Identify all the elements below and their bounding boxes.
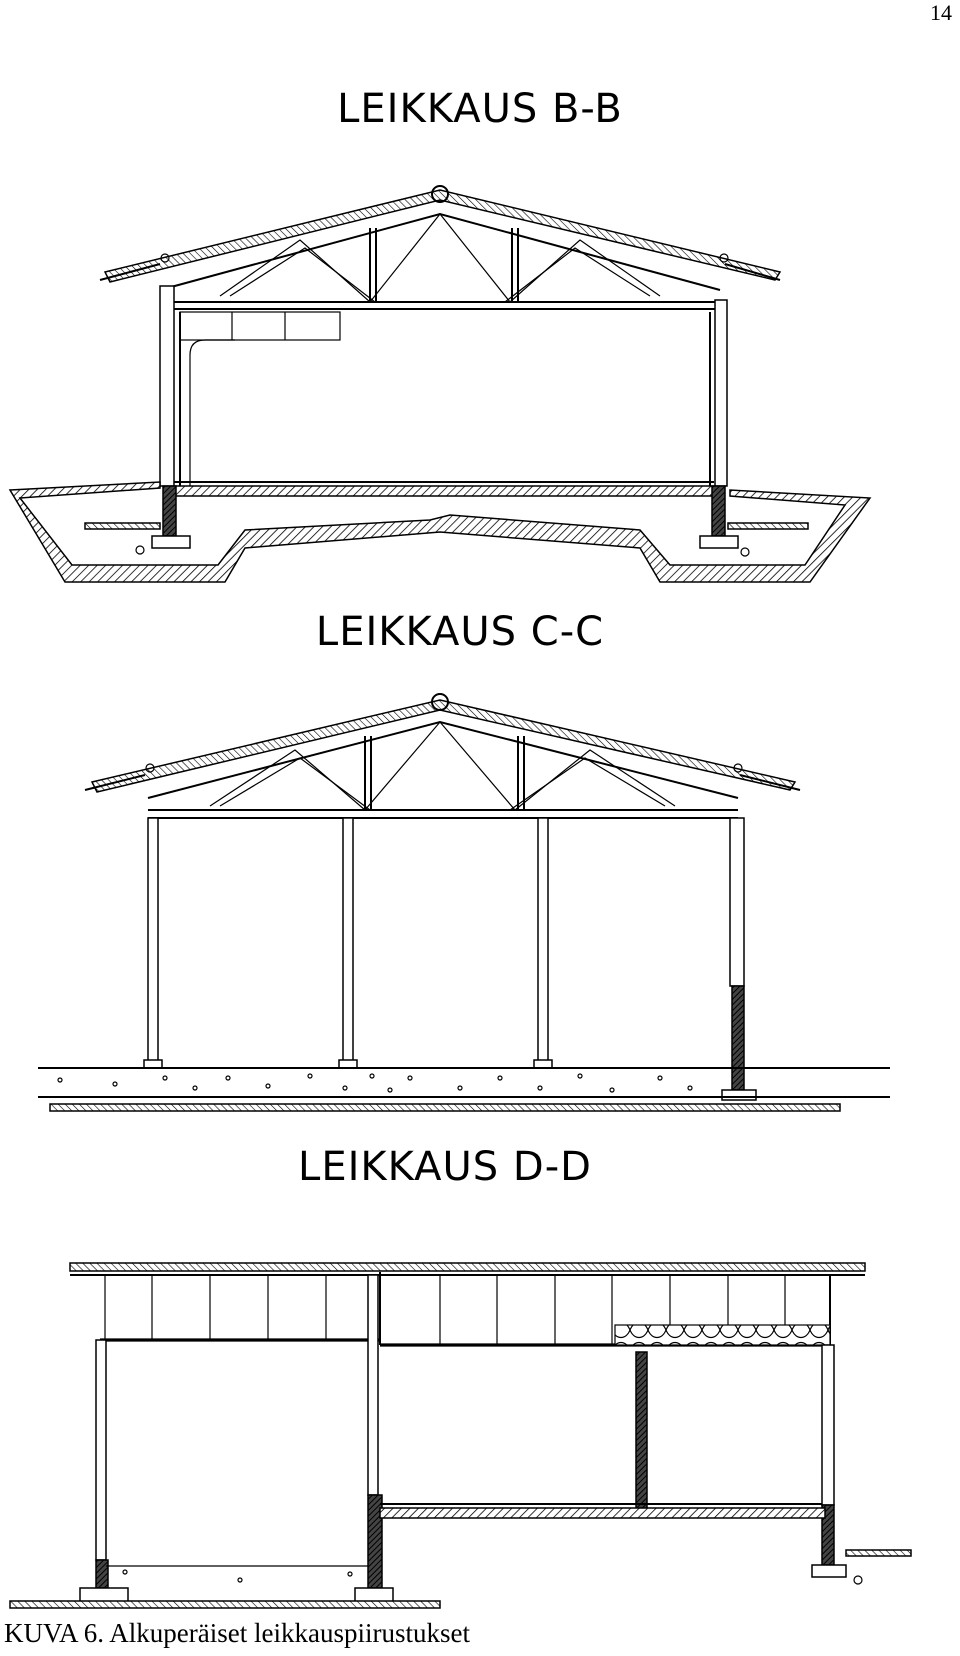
rafters-d-d <box>104 1275 831 1346</box>
roof-c-c <box>84 693 801 793</box>
ground-b-b <box>8 481 872 583</box>
insulation-d-d <box>614 1324 831 1346</box>
section-c-c: LEIKKAUS C-C <box>38 609 890 1112</box>
truss-b-b <box>159 212 721 310</box>
truss-c-c <box>147 720 739 819</box>
section-d-d: LEIKKAUS D-D <box>9 1144 912 1609</box>
floor-d-d <box>106 1503 826 1567</box>
roof-d-d <box>69 1262 866 1347</box>
walls-b-b <box>159 285 728 487</box>
page-number: 14 <box>930 0 952 25</box>
roof-b-b <box>99 185 782 283</box>
posts-c-c <box>143 817 553 1069</box>
ground-c-c <box>38 1067 890 1112</box>
section-title-b-b: LEIKKAUS B-B <box>337 86 623 132</box>
ground-d-d <box>9 1549 912 1609</box>
walls-d-d <box>79 1274 847 1603</box>
floor-b-b <box>173 481 715 497</box>
figure-caption: KUVA 6. Alkuperäiset leikkauspiirustukse… <box>4 1618 470 1648</box>
section-b-b: LEIKKAUS B-B <box>8 86 872 583</box>
section-title-c-c: LEIKKAUS C-C <box>316 609 604 655</box>
section-title-d-d: LEIKKAUS D-D <box>298 1144 592 1190</box>
